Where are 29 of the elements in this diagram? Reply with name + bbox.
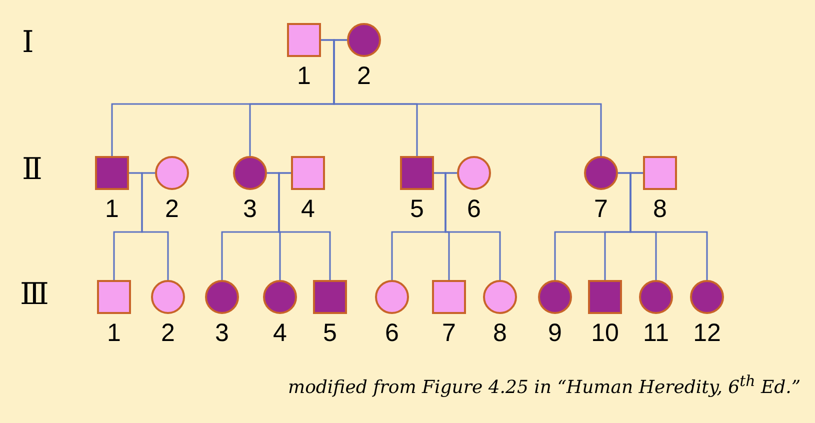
individual-number: 6 <box>467 196 481 222</box>
individual-number: 3 <box>215 320 229 346</box>
individual-number: 8 <box>653 196 667 222</box>
individual-number: 8 <box>493 320 507 346</box>
source-caption: modified from Figure 4.25 in “Human Heredity, 6$^{th}$ Ed.” <box>288 372 801 398</box>
individual-number: 4 <box>273 320 287 346</box>
individual-number: 9 <box>548 320 562 346</box>
individual-number: 10 <box>591 320 619 346</box>
individual-number: 1 <box>297 63 311 89</box>
individual-number: 1 <box>105 196 119 222</box>
descent-line <box>141 172 169 280</box>
individual-number: 2 <box>357 63 371 89</box>
individual-number: 11 <box>643 320 669 346</box>
generation-numeral: Ⅰ <box>22 27 34 59</box>
individual-number: 5 <box>410 196 424 222</box>
generation-numeral: Ⅱ <box>22 154 42 186</box>
individual-number: 5 <box>323 320 337 346</box>
individual-number: 12 <box>693 320 721 346</box>
individual-number: 4 <box>301 196 315 222</box>
descent-line <box>278 172 331 280</box>
descent-line <box>444 172 501 280</box>
individual-number: 2 <box>161 320 175 346</box>
generation-numeral: Ⅲ <box>20 279 49 311</box>
individual-number: 7 <box>442 320 456 346</box>
individual-number: 2 <box>165 196 179 222</box>
individual-number: 6 <box>385 320 399 346</box>
individual-number: 3 <box>243 196 257 222</box>
individual-number: 7 <box>594 196 608 222</box>
individual-number: 1 <box>107 320 121 346</box>
